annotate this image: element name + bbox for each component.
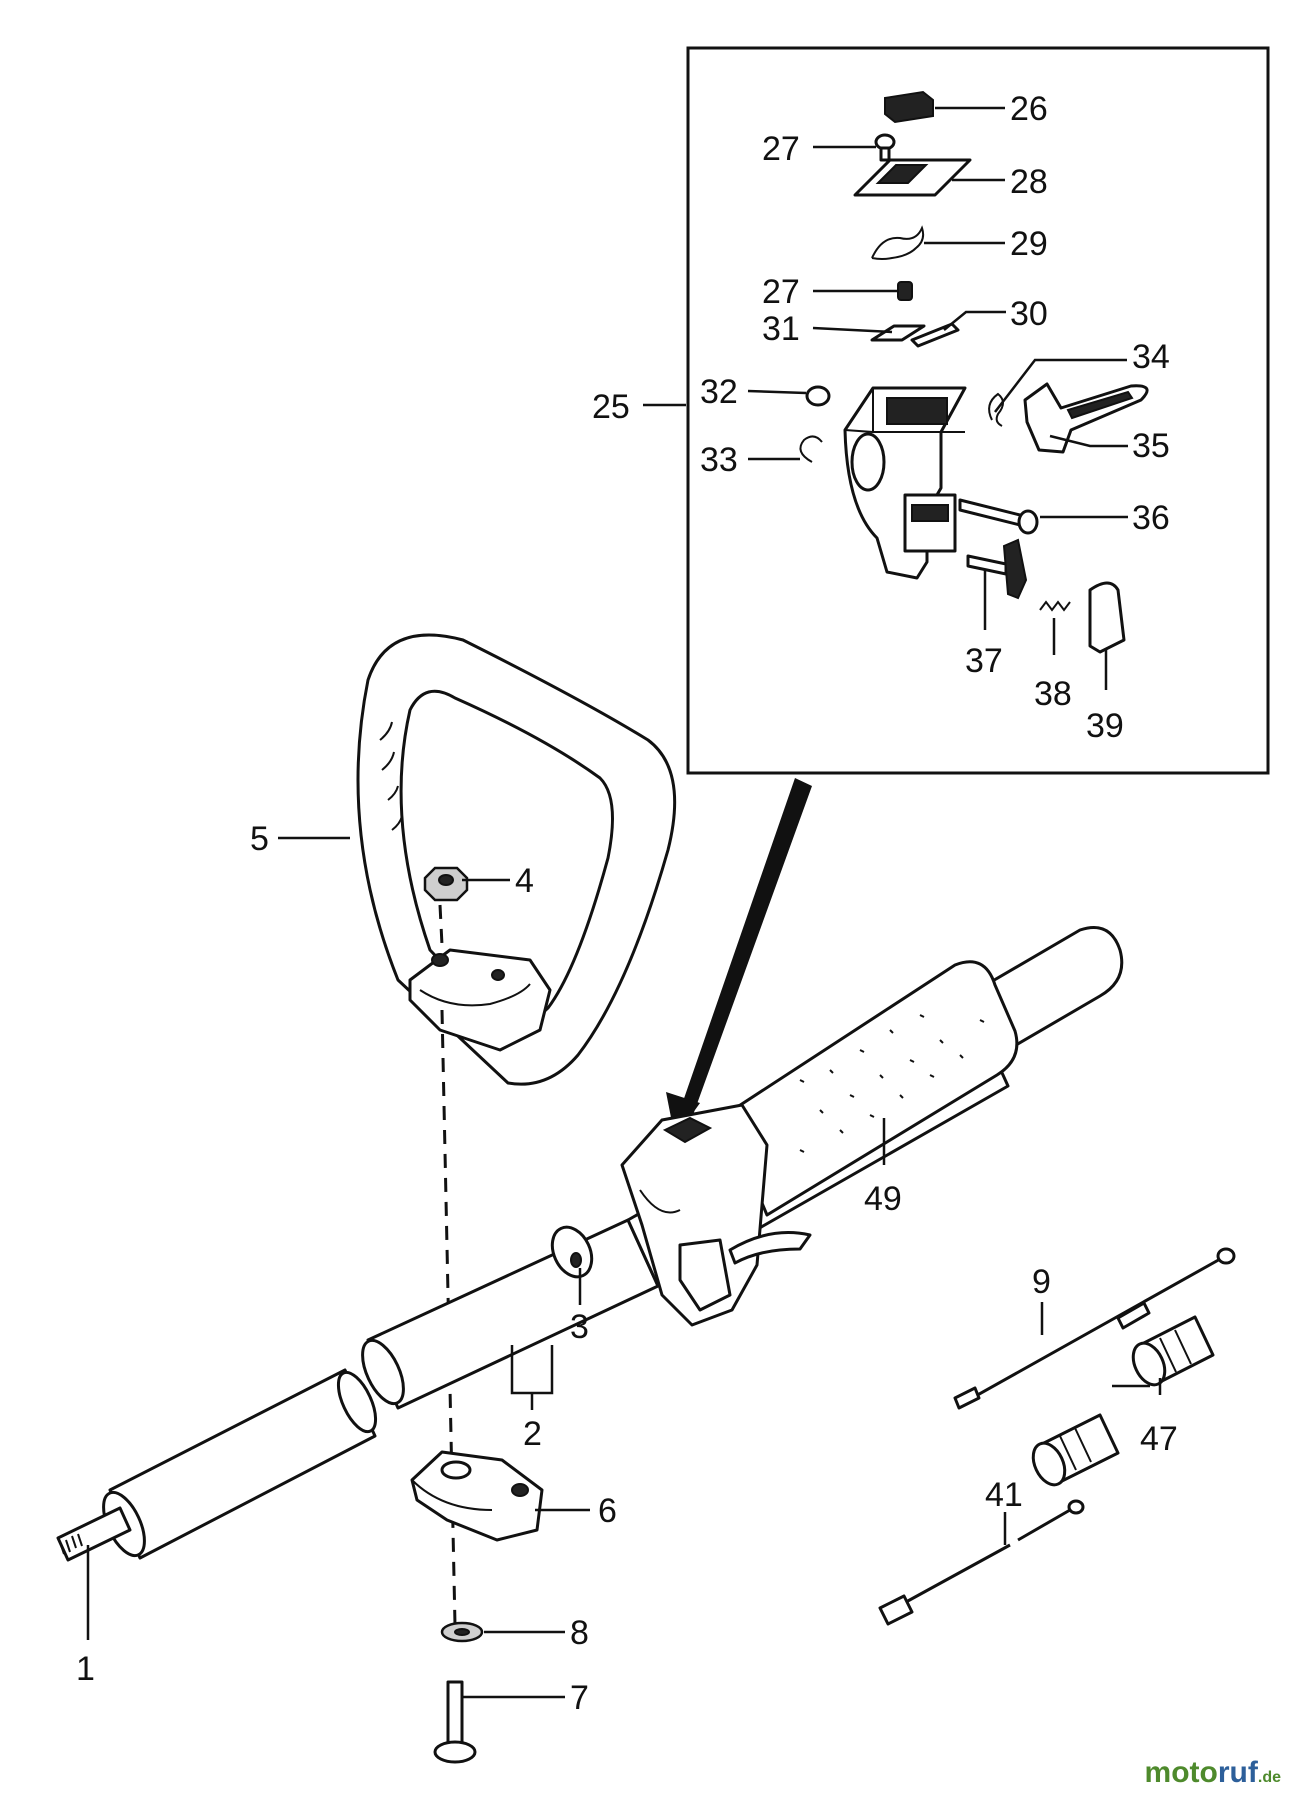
part-3-clamp-ring — [550, 1225, 594, 1279]
part-27-screw-lower — [897, 281, 913, 301]
label-39: 39 — [1086, 707, 1124, 745]
label-2: 2 — [523, 1415, 542, 1453]
part-39-cover — [1088, 581, 1126, 654]
part-26-knob — [884, 90, 934, 124]
label-8: 8 — [570, 1614, 589, 1652]
watermark-part-a: moto — [1144, 1756, 1218, 1789]
part-47-grommet-second — [1131, 1315, 1215, 1387]
label-4: 4 — [515, 862, 534, 900]
watermark-part-b: ruf — [1217, 1756, 1258, 1789]
label-37: 37 — [965, 642, 1003, 680]
label-30: 30 — [1010, 295, 1048, 333]
watermark-logo: motoruf.de — [1145, 1756, 1281, 1790]
part-49-grip — [723, 960, 1019, 1217]
part-27-screw-upper — [874, 133, 896, 162]
label-26: 26 — [1010, 90, 1048, 128]
part-28-plate-detail — [875, 164, 929, 184]
label-31: 31 — [762, 310, 800, 348]
label-3: 3 — [570, 1308, 589, 1346]
part-4-nut — [423, 866, 469, 902]
label-33: 33 — [700, 441, 738, 479]
label-38: 38 — [1034, 675, 1072, 713]
shaft-tube-main — [361, 1218, 660, 1410]
part-7-bolt — [433, 1680, 477, 1764]
throttle-assembly-mounted — [620, 1103, 812, 1327]
label-27-lower: 27 — [762, 273, 800, 311]
throttle-housing — [843, 386, 967, 580]
label-5: 5 — [250, 820, 269, 858]
label-25: 25 — [592, 388, 630, 426]
inset-pointer-arrow — [680, 778, 812, 1115]
handle-clamp-upper — [408, 948, 552, 1052]
part-29-clip — [871, 225, 925, 260]
label-9: 9 — [1032, 1263, 1051, 1301]
label-34: 34 — [1132, 338, 1170, 376]
part-38-spring — [1039, 600, 1071, 612]
label-35: 35 — [1132, 427, 1170, 465]
label-28: 28 — [1010, 163, 1048, 201]
inset-frame — [686, 46, 1270, 775]
label-47: 47 — [1140, 1420, 1178, 1458]
part-35-trigger-grip — [1066, 390, 1134, 420]
part-6-handle-clamp-lower — [410, 1450, 544, 1542]
part-32-nut — [805, 385, 831, 407]
label-29: 29 — [1010, 225, 1048, 263]
part-1-drive-shaft — [56, 1506, 132, 1562]
part-9-cable — [953, 1247, 1236, 1410]
label-36: 36 — [1132, 499, 1170, 537]
watermark-part-c: .de — [1257, 1769, 1281, 1786]
label-6: 6 — [598, 1492, 617, 1530]
shaft-tube-lower — [102, 1368, 378, 1560]
part-47-grommet — [1031, 1413, 1120, 1487]
label-32: 32 — [700, 373, 738, 411]
label-1: 1 — [76, 1650, 95, 1688]
part-8-washer — [440, 1621, 484, 1643]
part-41-stop-wire — [878, 1499, 1085, 1626]
label-41: 41 — [985, 1476, 1023, 1514]
part-36-bolt — [958, 498, 1039, 535]
part-33-clip — [799, 435, 823, 463]
label-49: 49 — [864, 1180, 902, 1218]
label-27-upper: 27 — [762, 130, 800, 168]
label-7: 7 — [570, 1679, 589, 1717]
part-37-lever — [966, 538, 1028, 600]
